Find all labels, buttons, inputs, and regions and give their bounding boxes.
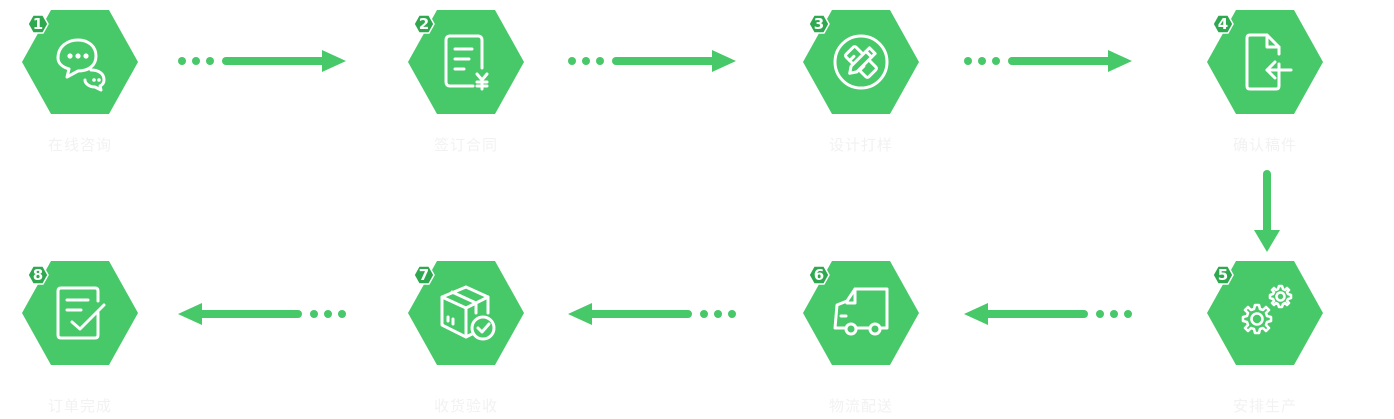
step-1: 1 [22, 10, 138, 114]
step-4: 4 [1207, 10, 1323, 114]
step-number: 3 [813, 15, 825, 33]
arrow-right [178, 50, 346, 72]
step-2: 2 [408, 10, 524, 114]
step-label: 安排生产 [1232, 397, 1297, 415]
step-label: 在线咨询 [47, 136, 112, 154]
gears-icon [1241, 284, 1293, 335]
arrow-right [568, 50, 736, 72]
step-5: 5 [1207, 261, 1323, 365]
step-label: 设计打样 [828, 136, 893, 154]
step-6: 6 [803, 261, 919, 365]
step-label: 确认稿件 [1232, 136, 1297, 154]
arrow-left [964, 303, 1132, 325]
step-8: 8 [22, 261, 138, 365]
step-label: 签订合同 [433, 136, 498, 154]
arrow-right [964, 50, 1132, 72]
arrow-left [568, 303, 736, 325]
arrow-down [1254, 170, 1280, 252]
step-number: 4 [1217, 15, 1229, 33]
step-number: 5 [1217, 266, 1229, 284]
step-number: 7 [418, 266, 430, 284]
step-label: 收货验收 [433, 397, 498, 415]
delivery-truck-icon [833, 287, 889, 336]
step-label: 订单完成 [47, 397, 112, 415]
step-number: 8 [32, 266, 44, 284]
hexagon-badge [1207, 10, 1323, 114]
hexagon-badge [22, 10, 138, 114]
step-number: 1 [32, 15, 44, 33]
chat-bubbles-icon [56, 38, 106, 92]
step-number: 2 [418, 15, 430, 33]
step-label: 物流配送 [828, 397, 893, 415]
hexagon-badge [22, 261, 138, 365]
step-number: 6 [813, 266, 825, 284]
hexagon-badge [408, 10, 524, 114]
step-3: 3 [803, 10, 919, 114]
checklist-icon [56, 286, 106, 340]
quotation-document-icon [444, 34, 489, 91]
package-check-icon [440, 285, 496, 341]
step-7: 7 [408, 261, 524, 365]
file-import-icon [1245, 33, 1293, 91]
arrow-left [178, 303, 346, 325]
design-tools-icon [833, 34, 889, 90]
hexagon-badge [803, 261, 919, 365]
